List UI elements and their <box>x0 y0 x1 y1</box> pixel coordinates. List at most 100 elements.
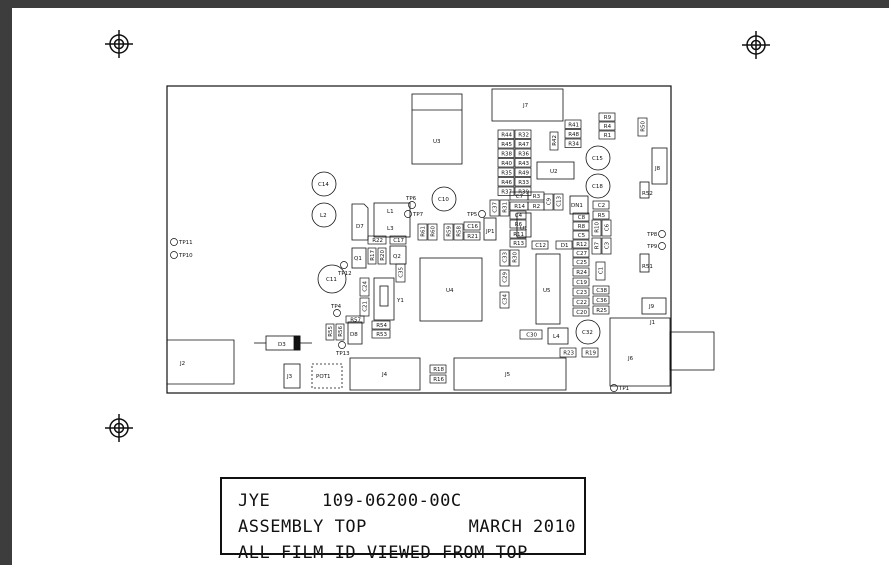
part-c21: C21 <box>359 297 370 317</box>
part-r8: R8 <box>572 221 590 231</box>
part-rbl-2: R45 <box>497 139 515 149</box>
part-c13: C13 <box>553 193 564 211</box>
part-c16: C16 <box>463 221 481 231</box>
test-point-tp10: TP10 <box>170 251 193 259</box>
transistor-q2: Q2 <box>389 245 407 265</box>
part-label-r6: R6 <box>515 222 523 228</box>
test-point-tp6: TP6 <box>405 196 417 209</box>
inductor-l2: L2 <box>311 202 337 228</box>
diode-d3: D3 <box>254 335 312 351</box>
inductor-l1: L1 L3 <box>373 202 411 238</box>
j8-label: J8 <box>654 166 661 172</box>
part-label-r54: R54 <box>376 323 387 329</box>
part-label-r14: R14 <box>514 204 525 210</box>
component-u2: U2 <box>536 161 575 180</box>
diode-d7: D7 <box>351 203 369 241</box>
part-r7: R7 <box>591 237 602 255</box>
test-point-label-tp13: TP13 <box>335 351 350 357</box>
part-r30: R30 <box>509 249 520 267</box>
part-r10: R10 <box>591 219 602 237</box>
c14-label: C14 <box>318 182 329 188</box>
capacitor-c10: C10 <box>431 186 457 212</box>
test-point-tp4: TP4 <box>330 304 342 317</box>
part-label-c8: C8 <box>578 215 586 221</box>
part-c9: C9 <box>543 193 554 211</box>
part-r14: R14 <box>509 201 529 211</box>
test-point-label-tp7: TP7 <box>412 212 424 218</box>
part-c36: C36 <box>592 295 610 305</box>
part-c33: C33 <box>499 249 510 267</box>
part-label-rbr-1: R48 <box>568 132 579 138</box>
part-r16: R16 <box>429 374 447 384</box>
test-point-label-tp11: TP11 <box>178 240 193 246</box>
jp1-label: JP1 <box>485 229 494 235</box>
part-label-r13: R13 <box>513 241 524 247</box>
part-label-c6: C6 <box>605 223 611 231</box>
j4-label: J4 <box>381 372 388 378</box>
test-point-label-tp4: TP4 <box>330 304 342 310</box>
part-label-rbl-11: R33 <box>518 180 529 186</box>
part-label-r59: R59 <box>447 225 453 236</box>
part-c22: C22 <box>572 297 590 307</box>
part-label-rbl-2: R45 <box>501 142 512 148</box>
test-point-label-tp5: TP5 <box>466 212 478 218</box>
part-c5: C5 <box>572 230 590 240</box>
part-rtr-1: R4 <box>598 121 616 131</box>
part-r5: R5 <box>592 210 610 220</box>
component-u4: U4 <box>419 257 483 322</box>
component-j9: J9 <box>641 297 667 315</box>
capacitor-c14: C14 <box>311 171 337 197</box>
part-r54: R54 <box>371 320 391 330</box>
part-label-r24: R24 <box>576 270 587 276</box>
jumper-jp1: JP1 <box>483 217 497 241</box>
part-label-rbl-3: R47 <box>518 142 529 148</box>
part-label-c16: C16 <box>467 224 478 230</box>
part-r31: R31 <box>499 199 510 217</box>
part-label-rbl-12: R37 <box>501 189 512 195</box>
part-label-rtr-3: R50 <box>641 120 647 131</box>
part-label-rbr-0: R41 <box>568 122 579 128</box>
part-rbl-9: R49 <box>514 167 532 177</box>
test-point-tp13: TP13 <box>335 341 350 357</box>
part-c1: C1 <box>595 261 606 281</box>
connector-j5: J5 <box>453 357 567 391</box>
part-r58: R58 <box>453 223 464 241</box>
u2-label: U2 <box>550 169 558 175</box>
part-label-r31: R31 <box>503 202 509 213</box>
part-rbl-12: R37 <box>497 186 515 196</box>
j5-label: J5 <box>504 372 511 378</box>
test-point-label-tp12: TP12 <box>337 271 352 277</box>
part-label-rbl-9: R49 <box>518 170 529 176</box>
potentiometer-pot1: POT1 <box>311 363 343 389</box>
part-label-rbr-3: R42 <box>552 135 558 146</box>
pcb-outline <box>166 85 672 394</box>
c32-label: C32 <box>582 330 593 336</box>
part-c24: C24 <box>359 277 370 297</box>
part-r56: R56 <box>335 323 345 341</box>
part-label-c12: C12 <box>535 243 546 249</box>
part-label-c1: C1 <box>599 267 605 274</box>
connector-j2: J2 <box>167 339 235 385</box>
r51-label: R51 <box>642 264 653 270</box>
part-label-rbl-0: R44 <box>501 132 512 138</box>
part-c12: C12 <box>531 240 549 250</box>
part-label-r17: R17 <box>370 249 376 260</box>
u3-label: U3 <box>433 139 441 145</box>
part-label-r19: R19 <box>585 351 596 357</box>
part-rbl-4: R38 <box>497 148 515 158</box>
part-label-c7: C7 <box>516 194 524 200</box>
resistor-r51: R51 <box>639 253 653 273</box>
part-label-c27: C27 <box>576 251 587 257</box>
part-label-c35: C35 <box>399 266 405 277</box>
part-r18: R18 <box>429 364 447 374</box>
part-rtr-2: R1 <box>598 130 616 140</box>
part-r11: R11 <box>509 229 527 239</box>
j6-label: J6 <box>627 356 634 362</box>
part-c3: C3 <box>601 237 612 255</box>
part-label-r61: R61 <box>421 226 427 237</box>
part-label-r11: R11 <box>513 232 524 238</box>
part-r57: R57 <box>345 315 365 324</box>
